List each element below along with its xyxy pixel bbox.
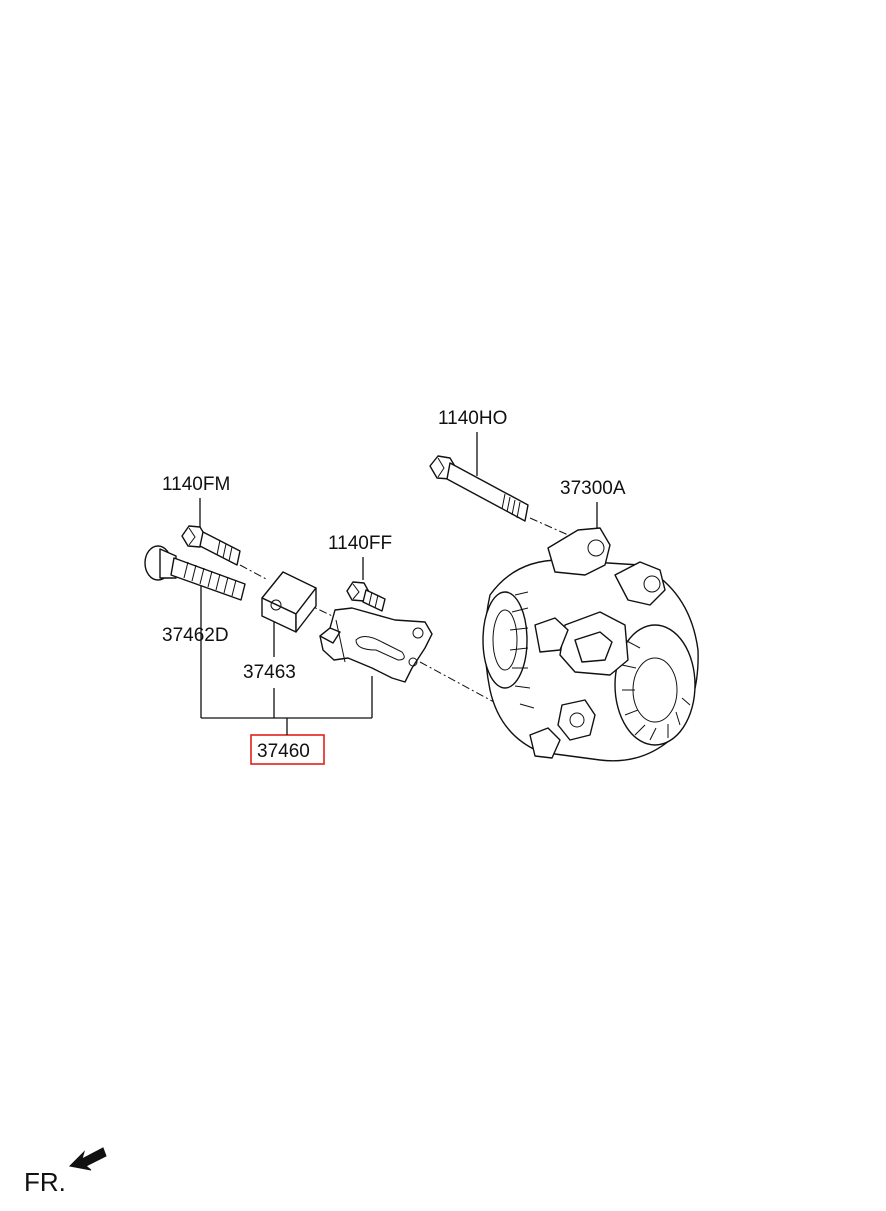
label-37300a[interactable]: 37300A <box>560 478 626 499</box>
front-arrow-icon <box>68 1147 107 1171</box>
label-37460[interactable]: 37460 <box>257 741 310 762</box>
label-37463[interactable]: 37463 <box>243 662 296 683</box>
bolt-37462d[interactable] <box>144 545 246 601</box>
front-orientation: FR. <box>24 1147 107 1197</box>
bolt-1140ho[interactable] <box>429 455 529 522</box>
label-1140ff[interactable]: 1140FF <box>328 533 392 554</box>
label-37462d[interactable]: 37462D <box>162 625 229 646</box>
label-1140ho[interactable]: 1140HO <box>438 408 507 429</box>
spacer-37463[interactable] <box>261 571 317 633</box>
label-1140fm[interactable]: 1140FM <box>162 474 230 495</box>
leader-lines <box>199 432 598 735</box>
bolt-1140ff[interactable] <box>346 581 386 612</box>
bracket-plate[interactable] <box>319 607 433 683</box>
bolt-1140fm[interactable] <box>181 525 241 566</box>
front-label: FR. <box>24 1167 66 1197</box>
alternator-37300a[interactable] <box>482 527 699 762</box>
